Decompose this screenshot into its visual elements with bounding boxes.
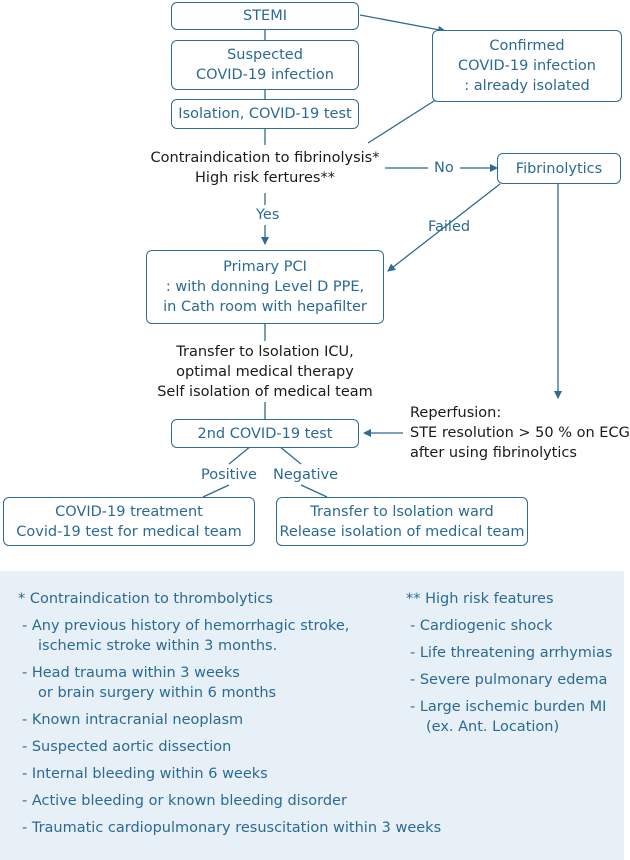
connector-positive-treatment (202, 484, 230, 498)
connector-negative-ward (300, 484, 328, 498)
list-item: - Known intracranial neoplasm (18, 710, 441, 730)
list-item: - Life threatening arrhymias (406, 643, 612, 663)
reperfusion-line-3: after using fibrinolytics (410, 445, 577, 461)
primary-pci-box: Primary PCI : with donning Level D PPE, … (146, 250, 384, 324)
no-label: No (428, 158, 460, 178)
connector-confirmed-contra (367, 93, 446, 144)
list-item: - Head trauma within 3 weeks or brain su… (18, 663, 441, 703)
list-item-line: ischemic stroke within 3 months. (38, 638, 278, 654)
list-item-line: - Traumatic cardiopulmonary resuscitatio… (22, 820, 442, 836)
list-item: - Active bleeding or known bleeding diso… (18, 791, 441, 811)
footnotes-panel: * Contraindication to thrombolytics - An… (0, 571, 624, 860)
treatment-line-1: COVID-19 treatment (55, 503, 203, 520)
suspected-line-1: Suspected (227, 47, 303, 63)
connector-stemi-confirmed (359, 14, 446, 34)
thrombolytics-heading: * Contraindication to thrombolytics (18, 591, 273, 607)
pci-line-2: : with donning Level D PPE, (165, 279, 365, 295)
reperfusion-line-1: Reperfusion: (410, 405, 502, 421)
yes-label: Yes (254, 205, 282, 225)
reperfusion-text: Reperfusion: STE resolution > 50 % on EC… (410, 403, 630, 463)
list-item: - Internal bleeding within 6 weeks (18, 764, 441, 784)
isolation-test-box: Isolation, COVID-19 test (171, 99, 359, 129)
high-risk-heading: ** High risk features (406, 591, 554, 607)
isolation-test-label: Isolation, COVID-19 test (178, 106, 352, 122)
list-item: - Traumatic cardiopulmonary resuscitatio… (18, 818, 441, 838)
transfer-icu-line-3: Self isolation of medical team (157, 384, 373, 400)
pci-line-1: Primary PCI (223, 259, 307, 275)
stemi-label: STEMI (242, 8, 287, 24)
stemi-box: STEMI (171, 2, 359, 30)
positive-label: Positive (201, 467, 257, 483)
list-item-line: - Internal bleeding within 6 weeks (22, 766, 268, 782)
list-item: - Suspected aortic dissection (18, 737, 441, 757)
transfer-icu-line-2: optimal medical therapy (176, 364, 354, 380)
confirmed-line-2: COVID-19 infection (458, 58, 596, 74)
list-item-line: (ex. Ant. Location) (426, 719, 560, 735)
transfer-icu-text: Transfer to lsolation ICU, optimal medic… (140, 342, 390, 402)
list-item-line: - Severe pulmonary edema (410, 672, 608, 688)
list-item-line: - Large ischemic burden MI (410, 699, 607, 715)
list-item: - Cardiogenic shock (406, 616, 612, 636)
reperfusion-line-2: STE resolution > 50 % on ECG (410, 425, 630, 441)
list-item-line: or brain surgery within 6 months (38, 685, 277, 701)
list-item: - Severe pulmonary edema (406, 670, 612, 690)
connector-test-negative (278, 445, 302, 465)
confirmed-covid-box: Confirmed COVID-19 infection : already i… (432, 30, 622, 102)
ward-line-1: Transfer to lsolation ward (310, 503, 494, 520)
list-item-line: - Cardiogenic shock (410, 618, 553, 634)
ward-line-2: Release isolation of medical team (279, 523, 525, 540)
list-item-line: - Life threatening arrhymias (410, 645, 613, 661)
connector-test-positive (228, 445, 252, 465)
confirmed-line-1: Confirmed (489, 38, 565, 54)
list-item-line: - Any previous history of hemorrhagic st… (22, 618, 350, 634)
failed-label: Failed (428, 219, 471, 235)
fibrinolytics-box: Fibrinolytics (497, 153, 621, 184)
second-test-box: 2nd COVID-19 test (171, 419, 359, 448)
contraindication-text: Contraindication to fibrinolysis* High r… (140, 148, 390, 188)
suspected-covid-box: Suspected COVID-19 infection (171, 40, 359, 90)
contraindication-line-2: High risk fertures** (195, 170, 335, 186)
list-item-line: - Active bleeding or known bleeding diso… (22, 793, 347, 809)
list-item-line: - Head trauma within 3 weeks (22, 665, 240, 681)
transfer-icu-line-1: Transfer to lsolation ICU, (176, 344, 354, 360)
connector-fibrinolytics-pci (387, 183, 501, 272)
treatment-line-2: Covid-19 test for medical team (16, 523, 242, 540)
list-item: - Large ischemic burden MI (ex. Ant. Loc… (406, 697, 612, 737)
list-item: - Any previous history of hemorrhagic st… (18, 616, 441, 656)
list-item-line: - Known intracranial neoplasm (22, 712, 244, 728)
transfer-ward-box: Transfer to lsolation ward Release isola… (276, 497, 528, 546)
suspected-line-2: COVID-19 infection (196, 67, 334, 83)
second-test-label: 2nd COVID-19 test (197, 425, 333, 442)
pci-line-3: in Cath room with hepafilter (163, 299, 367, 315)
confirmed-line-3: : already isolated (464, 78, 590, 94)
covid-treatment-box: COVID-19 treatment Covid-19 test for med… (3, 497, 255, 546)
high-risk-features: ** High risk features - Cardiogenic shoc… (406, 589, 612, 744)
list-item-line: - Suspected aortic dissection (22, 739, 232, 755)
thrombolytics-contraindications: * Contraindication to thrombolytics - An… (18, 589, 441, 845)
fibrinolytics-label: Fibrinolytics (515, 160, 603, 177)
negative-label: Negative (273, 467, 339, 483)
contraindication-line-1: Contraindication to fibrinolysis* (150, 150, 380, 166)
